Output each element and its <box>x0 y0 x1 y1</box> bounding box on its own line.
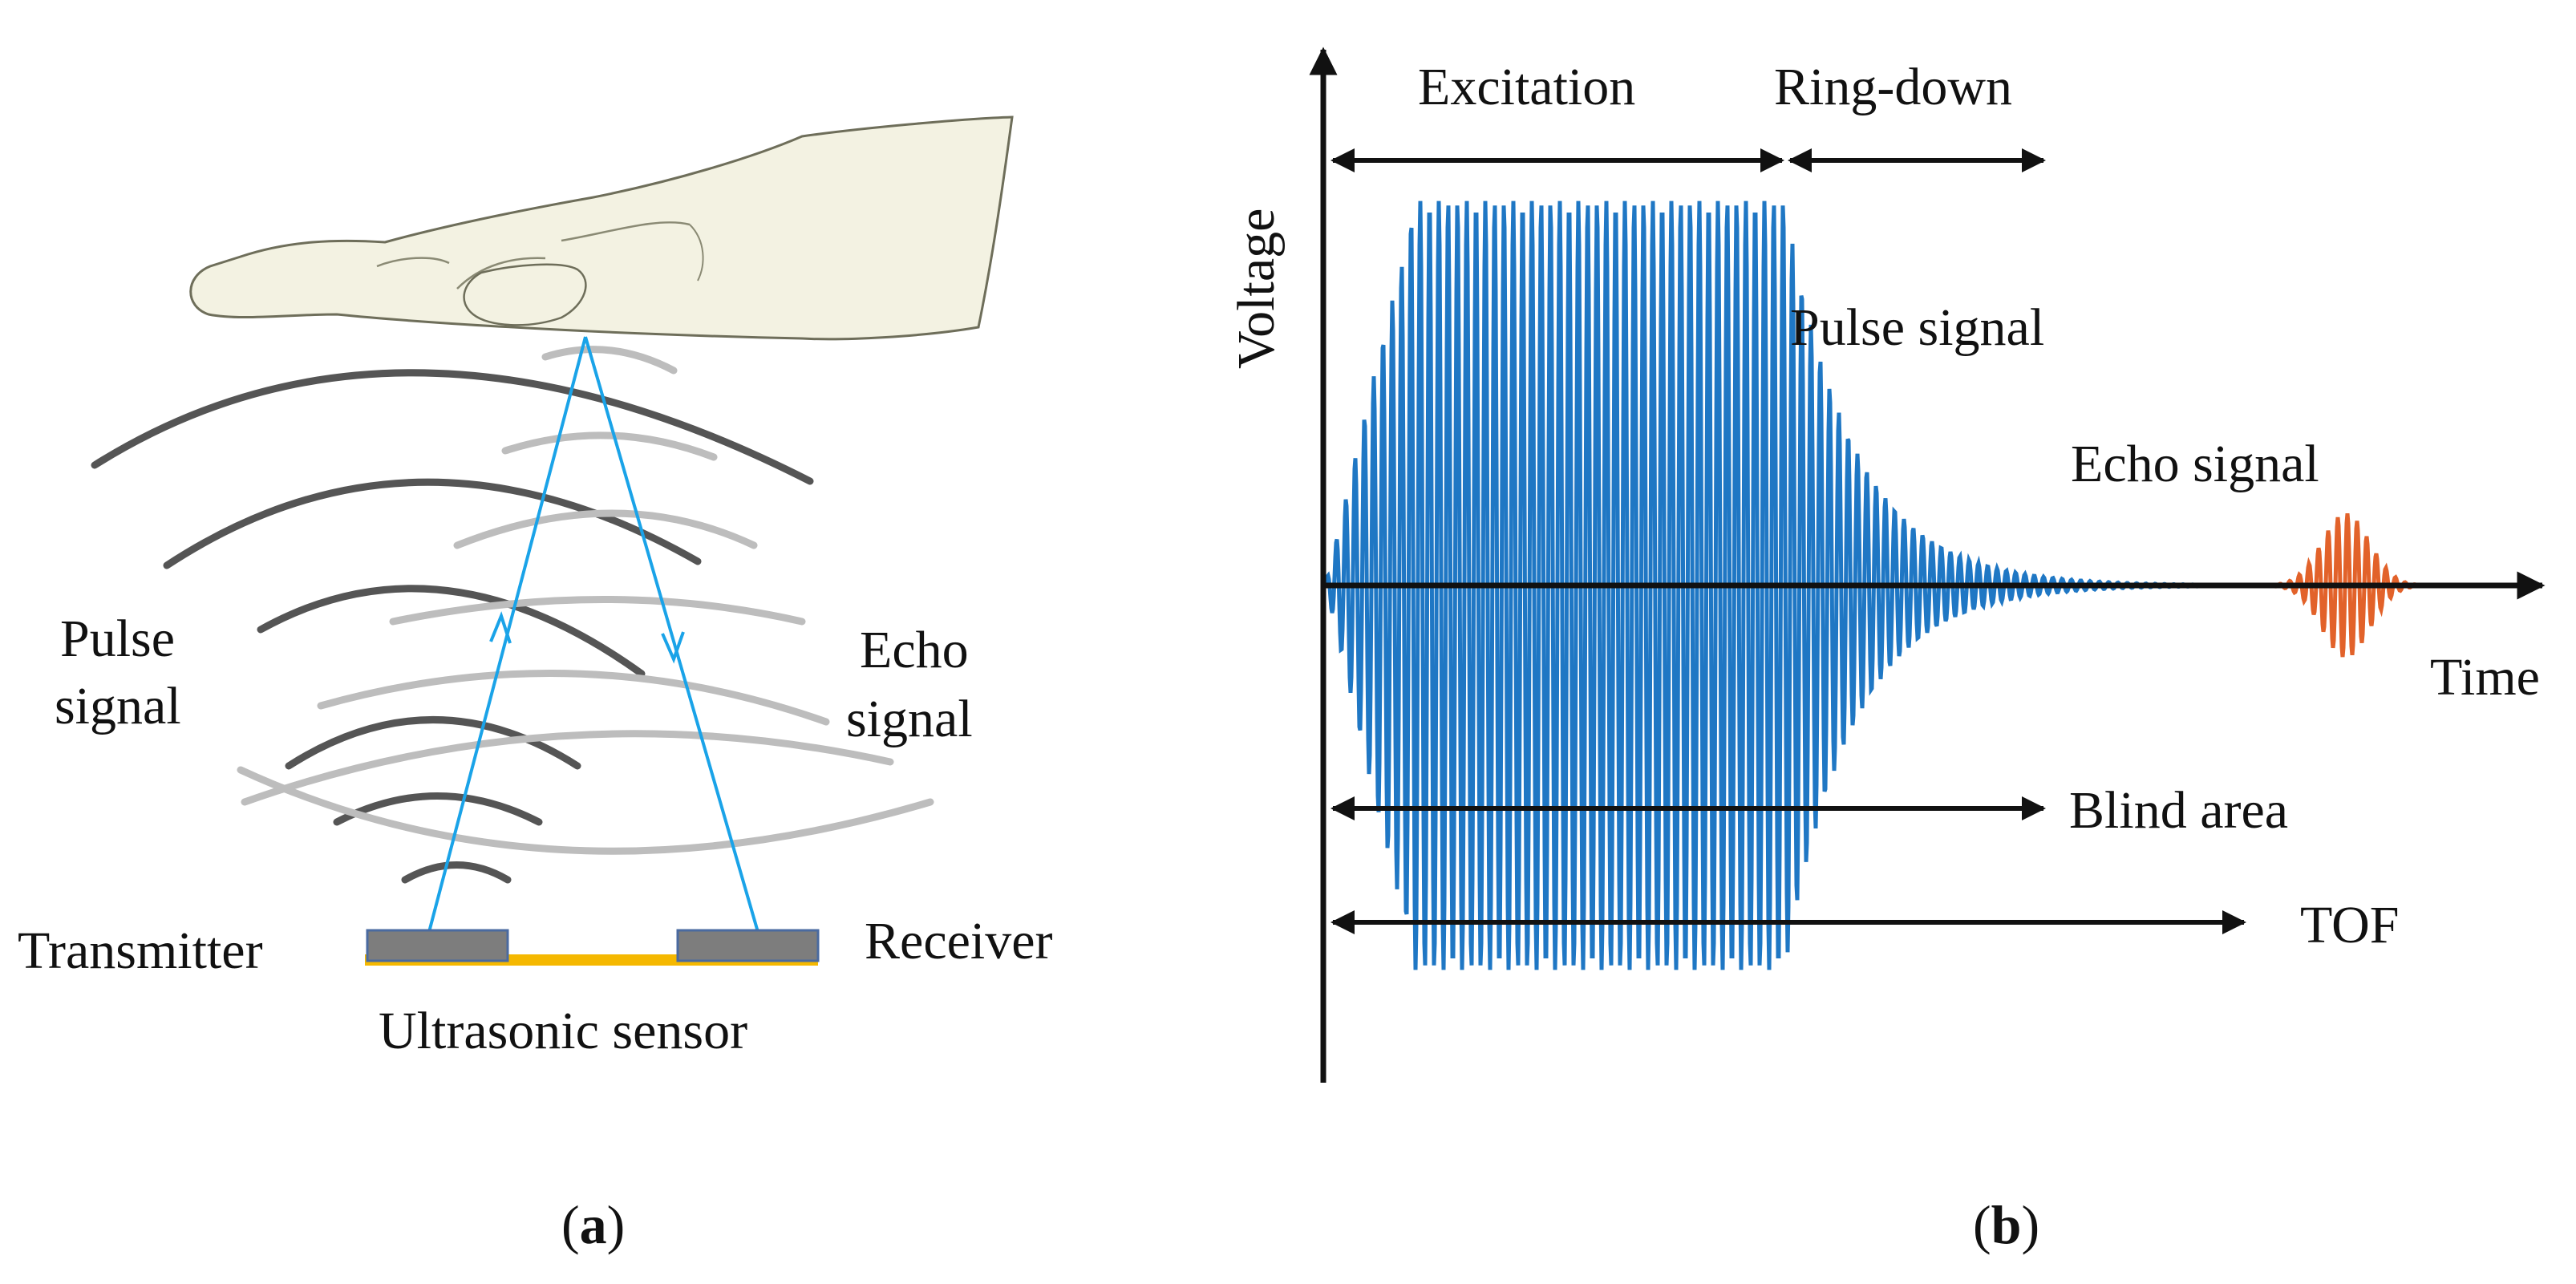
receiver-label: Receiver <box>865 912 1053 970</box>
echo-signal-label: Echo signal <box>2071 435 2319 493</box>
echo-arc-3 <box>453 509 758 549</box>
pulse-arc-5 <box>163 478 702 569</box>
blind-area-label: Blind area <box>2069 781 2288 840</box>
caption-a: (a) <box>561 1194 625 1255</box>
echo-wavefronts <box>237 346 934 855</box>
finger-crease-2 <box>456 257 546 290</box>
voltage-axis-label: Voltage <box>1227 209 1286 369</box>
pulse-signal-label-line2: signal <box>55 677 181 735</box>
pulse-arc-6 <box>91 369 814 485</box>
sensor-label: Ultrasonic sensor <box>379 1002 747 1060</box>
time-axis-label: Time <box>2430 648 2540 707</box>
receiver-element <box>676 929 820 962</box>
caption-b: (b) <box>1973 1194 2039 1255</box>
ultrasonic-sensor <box>365 929 820 966</box>
pulse-waveform <box>1322 200 2215 970</box>
sound-rays <box>427 336 759 933</box>
pulse-arc-1 <box>401 861 512 884</box>
echo-arc-2 <box>501 431 718 461</box>
echo-signal-label-line2: signal <box>846 690 973 748</box>
excitation-label: Excitation <box>1418 58 1635 116</box>
pulse-signal-label-line1: Pulse <box>60 610 175 668</box>
pulse-arc-3 <box>285 716 581 770</box>
pulse-signal-label: Pulse signal <box>1790 298 2044 357</box>
hand-illustration <box>189 115 1014 341</box>
ray-arrow-down <box>661 631 685 664</box>
hand-shape <box>189 115 1014 341</box>
palm-line <box>689 224 704 282</box>
ray-arrow-up <box>489 611 512 644</box>
echo-arc-1 <box>541 346 678 375</box>
tof-label: TOF <box>2300 896 2400 954</box>
pulse-wavefronts <box>91 369 814 884</box>
echo-arc-4 <box>389 596 806 626</box>
echo-arc-6 <box>241 730 894 806</box>
transmitter-element <box>366 929 509 962</box>
panel-b: Voltage Time Excitation Ring-down Blind … <box>1227 47 2546 1255</box>
pulse-arc-4 <box>257 585 646 678</box>
echo-signal-label-line1: Echo <box>860 621 969 679</box>
echo-arc-7 <box>237 766 934 855</box>
reflected-ray <box>584 336 759 933</box>
finger-crease-1 <box>376 257 450 268</box>
echo-arc-5 <box>317 670 830 726</box>
ring-down-label: Ring-down <box>1774 58 2012 116</box>
panel-a: Pulse signal Echo signal Transmitter Rec… <box>18 115 1053 1255</box>
knuckle-line <box>561 221 691 242</box>
thumb <box>463 263 587 326</box>
transmitter-label: Transmitter <box>18 921 263 980</box>
pulse-arc-2 <box>333 792 543 826</box>
